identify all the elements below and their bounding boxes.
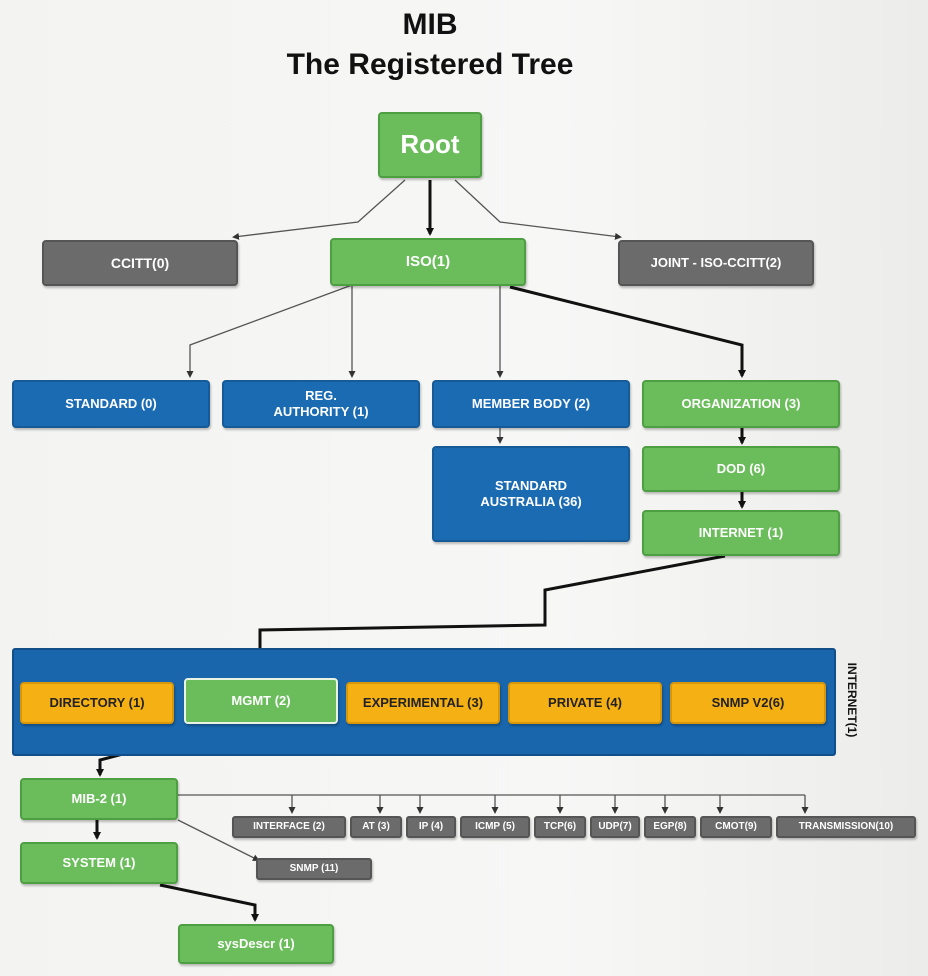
node-ip: IP (4): [406, 816, 456, 838]
edge-mib2-snmp: [177, 819, 260, 861]
node-mib-2: MIB-2 (1): [20, 778, 178, 820]
node-tcp: TCP(6): [534, 816, 586, 838]
node-reg-authority: REG. AUTHORITY (1): [222, 380, 420, 428]
node-internet: INTERNET (1): [642, 510, 840, 556]
node-interface: INTERFACE (2): [232, 816, 346, 838]
internet-side-label: INTERNET(1): [845, 662, 859, 738]
edge-root-joint: [454, 179, 622, 240]
node-experimental: EXPERIMENTAL (3): [346, 682, 500, 724]
node-icmp: ICMP (5): [460, 816, 530, 838]
node-sysdescr: sysDescr (1): [178, 924, 334, 964]
edge-system-sysdescr: [159, 883, 259, 922]
edge-internet-band: [256, 554, 726, 675]
node-mgmt: MGMT (2): [184, 678, 338, 724]
node-standard-australia: STANDARD AUSTRALIA (36): [432, 446, 630, 542]
node-joint-iso-ccitt: JOINT - ISO-CCITT(2): [618, 240, 814, 286]
node-cmot: CMOT(9): [700, 816, 772, 838]
node-udp: UDP(7): [590, 816, 640, 838]
node-organization: ORGANIZATION (3): [642, 380, 840, 428]
edge-root-ccitt: [232, 179, 406, 240]
node-transmission: TRANSMISSION(10): [776, 816, 916, 838]
edge-iso-organization: [509, 285, 746, 378]
node-iso: ISO(1): [330, 238, 526, 286]
diagram-title: MIB: [402, 8, 458, 41]
diagram-subtitle: The Registered Tree: [286, 48, 574, 81]
node-directory: DIRECTORY (1): [20, 682, 174, 724]
node-system: SYSTEM (1): [20, 842, 178, 884]
node-standard: STANDARD (0): [12, 380, 210, 428]
node-private: PRIVATE (4): [508, 682, 662, 724]
node-ccitt: CCITT(0): [42, 240, 238, 286]
node-root: Root: [378, 112, 482, 178]
node-egp: EGP(8): [644, 816, 696, 838]
node-member-body: MEMBER BODY (2): [432, 380, 630, 428]
node-snmp: SNMP (11): [256, 858, 372, 880]
node-snmp-v2: SNMP V2(6): [670, 682, 826, 724]
node-dod: DOD (6): [642, 446, 840, 492]
edge-iso-standard: [186, 284, 353, 378]
node-at: AT (3): [350, 816, 402, 838]
